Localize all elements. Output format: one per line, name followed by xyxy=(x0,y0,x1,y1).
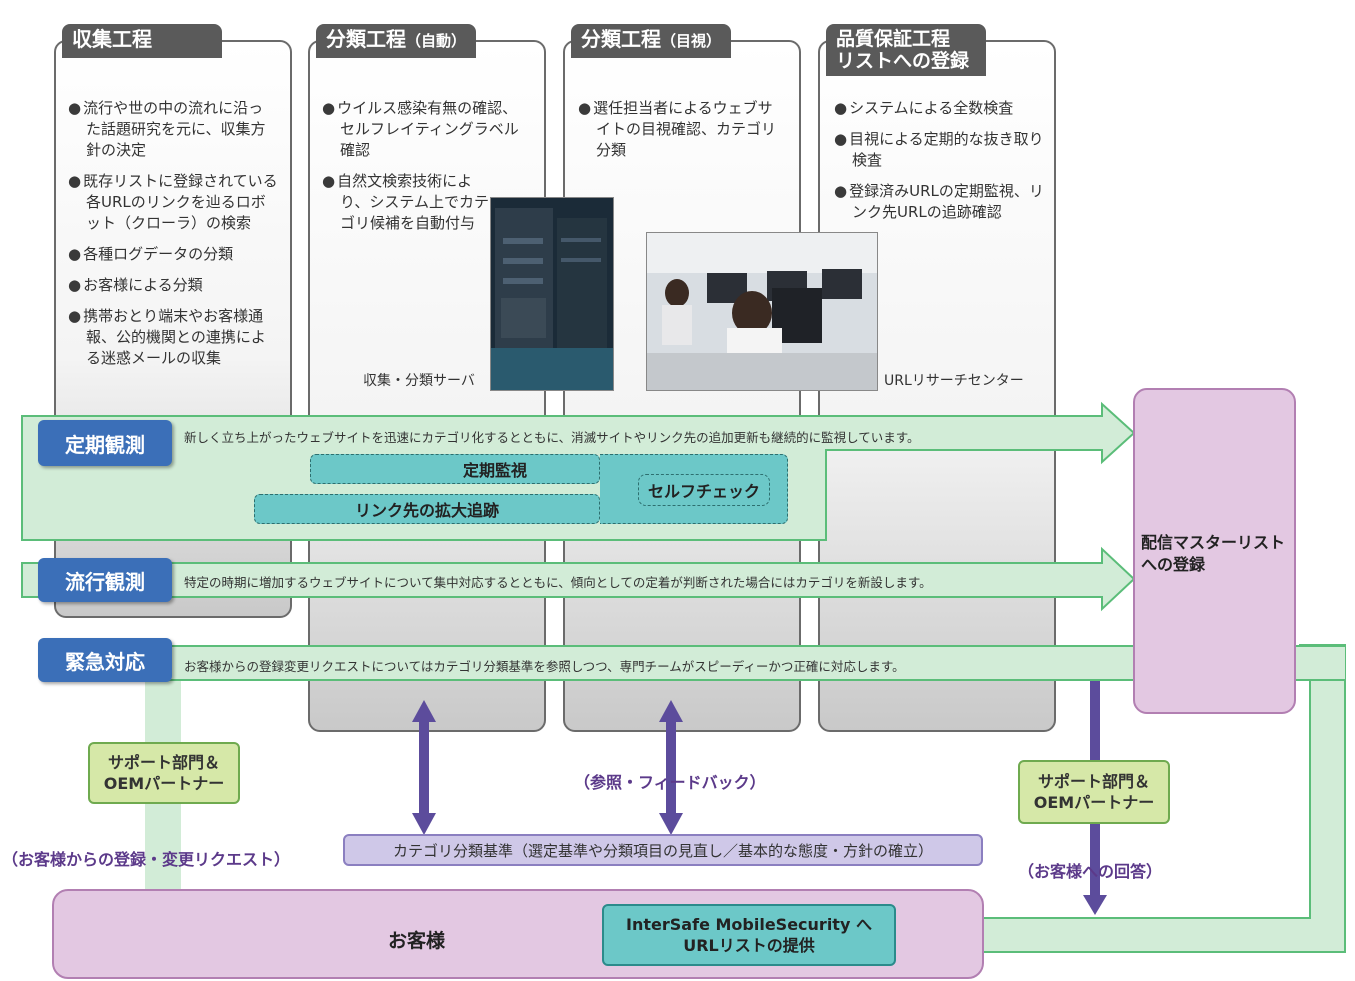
column-visual-classify-title: 分類工程（目視） xyxy=(571,24,731,58)
research-center-image xyxy=(647,233,877,390)
feedback-arrow-1 xyxy=(412,700,436,835)
trend-label: 流行観測 xyxy=(38,558,172,602)
column-visual-classify-items: 選任担当者によるウェブサイトの目視確認、カテゴリ分類 xyxy=(578,98,783,171)
list-item: 自然文検索技術により、システム上でカテゴリ候補を自動付与 xyxy=(322,171,490,234)
column-collection-title: 収集工程 xyxy=(62,24,222,58)
list-item: 流行や世の中の流れに沿った話題研究を元に、収集方針の決定 xyxy=(68,98,278,161)
list-item: 登録済みURLの定期監視、リンク先URLの追跡確認 xyxy=(834,181,1044,223)
master-list-box: 配信マスターリストへの登録 xyxy=(1133,388,1296,714)
feedback-note: （参照・フィードバック） xyxy=(574,773,766,792)
list-item: 携帯おとり端末やお客様通報、公的機関との連携による迷惑メールの収集 xyxy=(68,306,278,369)
list-item: 選任担当者によるウェブサイトの目視確認、カテゴリ分類 xyxy=(578,98,783,161)
link-track-box: リンク先の拡大追跡 xyxy=(254,494,600,524)
column-auto-classify-items: ウイルス感染有無の確認、セルフレイティングラベル確認 自然文検索技術により、シス… xyxy=(322,98,527,244)
list-item: 目視による定期的な抜き取り検査 xyxy=(834,129,1044,171)
emergency-text: お客様からの登録変更リクエストについてはカテゴリ分類基準を参照しつつ、専門チーム… xyxy=(184,659,905,674)
trend-text: 特定の時期に増加するウェブサイトについて集中対応するとともに、傾向としての定着が… xyxy=(184,575,932,590)
research-center-caption: URLリサーチセンター xyxy=(884,373,1024,389)
master-list-text: 配信マスターリストへの登録 xyxy=(1141,533,1286,574)
server-photo xyxy=(490,197,614,391)
column-collection-items: 流行や世の中の流れに沿った話題研究を元に、収集方針の決定 既存リストに登録されて… xyxy=(68,98,278,379)
list-item: ウイルス感染有無の確認、セルフレイティングラベル確認 xyxy=(322,98,527,161)
customer-label: お客様 xyxy=(388,930,446,952)
periodic-text: 新しく立ち上がったウェブサイトを迅速にカテゴリ化するとともに、消滅サイトやリンク… xyxy=(184,430,920,445)
column-quality-items: システムによる全数検査 目視による定期的な抜き取り検査 登録済みURLの定期監視… xyxy=(834,98,1044,233)
periodic-label: 定期観測 xyxy=(38,420,172,466)
provide-box: InterSafe MobileSecurity へ URLリストの提供 xyxy=(602,904,896,966)
trend-band xyxy=(21,546,1136,612)
column-quality-title: 品質保証工程 リストへの登録 xyxy=(826,24,986,76)
server-photo-image xyxy=(491,198,613,390)
list-item: お客様による分類 xyxy=(68,275,278,296)
request-note: （お客様からの登録・変更リクエスト） xyxy=(2,850,291,869)
research-center-photo xyxy=(646,232,878,391)
list-item: 各種ログデータの分類 xyxy=(68,244,278,265)
support-right-box: サポート部門＆ OEMパートナー xyxy=(1018,760,1170,824)
emergency-label: 緊急対応 xyxy=(38,638,172,682)
support-left-box: サポート部門＆ OEMパートナー xyxy=(88,742,240,804)
self-check-box: セルフチェック xyxy=(638,474,770,506)
reply-note: （お客様への回答） xyxy=(1018,862,1163,881)
server-caption: 収集・分類サーバ xyxy=(363,373,475,389)
list-item: システムによる全数検査 xyxy=(834,98,1044,119)
list-item: 既存リストに登録されている各URLのリンクを辿るロボット（クローラ）の検索 xyxy=(68,171,278,234)
feedback-arrow-2 xyxy=(659,700,683,835)
criteria-box: カテゴリ分類基準（選定基準や分類項目の見直し／基本的な態度・方針の確立） xyxy=(343,834,983,866)
regular-monitor-box: 定期監視 xyxy=(310,454,600,484)
column-auto-classify-title: 分類工程（自動） xyxy=(316,24,476,58)
